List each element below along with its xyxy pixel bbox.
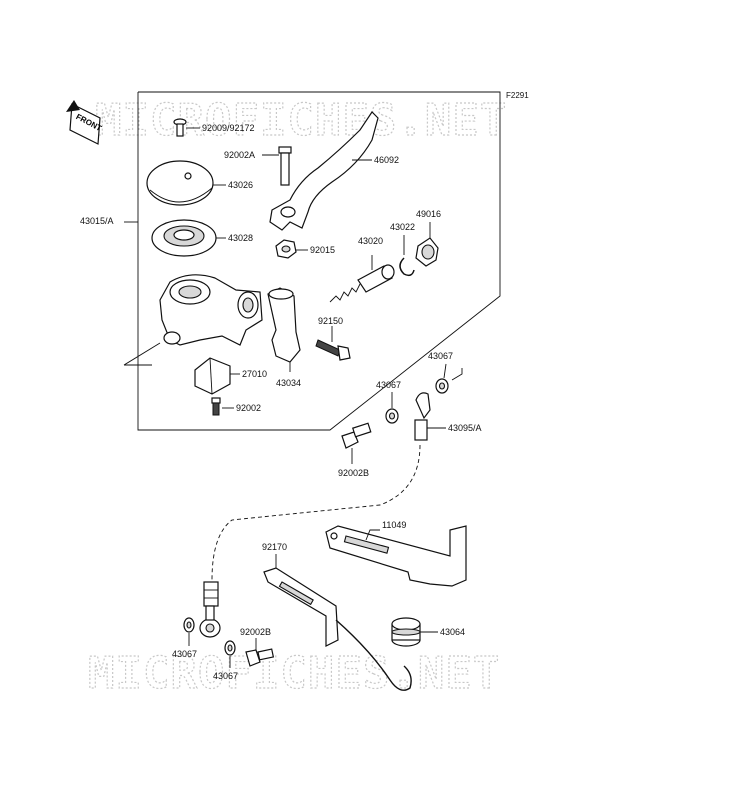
label-43067-c: 43067 <box>172 649 197 659</box>
bracket-11049 <box>325 525 467 587</box>
pivot-bolt-92002a <box>262 146 292 186</box>
hose-lower-fitting <box>199 581 221 638</box>
label-27010: 27010 <box>242 369 267 379</box>
label-92015: 92015 <box>310 245 335 255</box>
label-43034: 43034 <box>276 378 301 388</box>
label-46092: 46092 <box>374 155 399 165</box>
clamp-92170 <box>263 554 412 691</box>
label-43067-a: 43067 <box>428 351 453 361</box>
clamp-43034 <box>267 287 301 372</box>
label-43015: 43015/A <box>80 216 114 226</box>
assembly-outline <box>123 91 501 431</box>
circlip-43022 <box>399 235 415 277</box>
label-43067-b: 43067 <box>376 380 401 390</box>
label-11049: 11049 <box>382 520 406 530</box>
label-92170: 92170 <box>262 542 287 552</box>
label-43022: 43022 <box>390 222 415 232</box>
label-43026: 43026 <box>228 180 253 190</box>
front-arrow-icon: FRONT <box>66 100 103 145</box>
diaphragm-43028 <box>151 219 226 257</box>
brake-lever-46092 <box>269 111 379 231</box>
brake-hose-43095 <box>211 392 446 581</box>
watermark-top: MICROFICHES.NET <box>95 95 507 146</box>
piston-assembly-43020 <box>329 255 395 303</box>
washer-43067-c <box>183 617 195 646</box>
bolt-92150 <box>315 326 351 361</box>
label-92009: 92009/92172 <box>202 123 255 133</box>
figure-code: F2291 <box>506 91 529 100</box>
watermark-bottom: MICROFICHES.NET <box>88 648 500 699</box>
grommet-43064 <box>391 617 438 647</box>
label-92002a: 92002A <box>224 150 255 160</box>
label-43028: 43028 <box>228 233 253 243</box>
label-92002b-bottom: 92002B <box>240 627 271 637</box>
master-cylinder-body <box>159 274 263 346</box>
label-92150: 92150 <box>318 316 343 326</box>
label-49016: 49016 <box>416 209 441 219</box>
label-43020: 43020 <box>358 236 383 246</box>
washer-43067-a <box>435 363 463 394</box>
screw-92009 <box>173 118 200 137</box>
brake-switch-27010 <box>194 357 240 395</box>
screw-92002-top <box>211 397 234 416</box>
washer-43067-b <box>385 392 399 424</box>
bolt-92002b-top <box>341 422 372 464</box>
label-92002b-top: 92002B <box>338 468 369 478</box>
boot-49016 <box>415 222 439 267</box>
washer-43067-d <box>224 640 236 668</box>
reservoir-cap-43026 <box>146 160 226 206</box>
nut-92015 <box>275 239 308 259</box>
bolt-92002b-bottom <box>245 638 275 667</box>
label-43064: 43064 <box>440 627 465 637</box>
label-43095: 43095/A <box>448 423 482 433</box>
label-92002: 92002 <box>236 403 261 413</box>
label-43067-d: 43067 <box>213 671 238 681</box>
